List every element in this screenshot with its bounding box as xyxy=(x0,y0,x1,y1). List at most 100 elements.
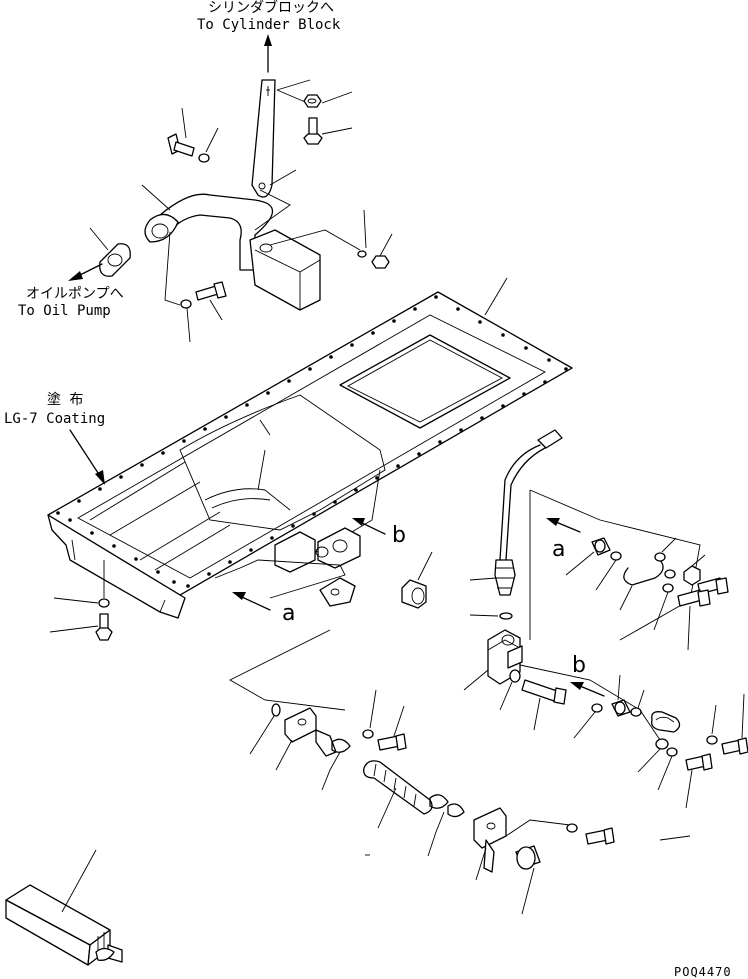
leader-line xyxy=(269,169,297,186)
arrow-left-icon xyxy=(570,682,605,697)
label-oil-pump-jp: オイルポンプへ xyxy=(26,286,124,302)
leader-line xyxy=(61,849,97,913)
leader-line xyxy=(379,233,393,257)
leader-line xyxy=(469,614,499,617)
suction-pipe xyxy=(144,193,321,311)
leader-line xyxy=(209,299,223,321)
label-oil-pump-en: To Oil Pump xyxy=(18,303,111,319)
leader-line xyxy=(49,625,99,633)
arrow-left-icon xyxy=(352,518,386,535)
leader-line xyxy=(565,551,595,576)
support-strap xyxy=(251,79,276,198)
arrow-up-icon xyxy=(264,34,272,73)
leader-line xyxy=(529,489,701,641)
bolt-part xyxy=(585,827,615,845)
leader-line xyxy=(269,229,361,251)
clamp-part xyxy=(651,711,681,733)
oil-pan xyxy=(47,291,573,619)
leader-line xyxy=(469,577,497,581)
leader-line xyxy=(186,307,191,343)
leader-line xyxy=(369,689,377,729)
gasket-part xyxy=(99,243,131,277)
hose-clamp xyxy=(429,794,449,809)
hose-clamp xyxy=(331,738,351,753)
outlet-fitting xyxy=(473,807,507,873)
label-coating-en: LG-7 Coating xyxy=(4,411,105,427)
plug-part xyxy=(515,845,541,870)
washer-part xyxy=(655,738,669,750)
leader-line xyxy=(427,811,445,857)
leader-line xyxy=(685,769,693,809)
leader-line xyxy=(637,689,645,709)
leader-line xyxy=(254,189,291,231)
leader-line xyxy=(519,664,661,741)
bolt-part xyxy=(303,117,323,145)
label-cylinder-block-en: To Cylinder Block xyxy=(197,17,341,33)
washer-part xyxy=(666,747,678,757)
view-label-a: a xyxy=(552,537,565,562)
washer-part xyxy=(566,823,578,833)
leader-line xyxy=(659,835,691,841)
pipe-clamp xyxy=(623,552,676,593)
leader-line xyxy=(711,704,717,735)
sensor-cable xyxy=(494,429,563,596)
arrow-down-icon xyxy=(69,429,105,485)
bolt-part xyxy=(95,613,113,641)
leader-line xyxy=(741,693,745,739)
bolt-part xyxy=(611,699,631,717)
leader-line xyxy=(321,751,341,791)
leader-line xyxy=(275,739,293,771)
leader-line xyxy=(377,787,397,829)
washer-part xyxy=(98,598,110,608)
grommet-part xyxy=(401,579,427,609)
view-label-b: b xyxy=(572,653,586,678)
leader-line xyxy=(619,585,633,611)
elbow-block xyxy=(487,629,523,685)
arrow-left-icon xyxy=(68,263,103,281)
bolt-part xyxy=(377,733,407,751)
bolt-part xyxy=(521,679,567,705)
leader-line xyxy=(499,681,513,711)
leader-line xyxy=(653,591,669,631)
leader-line xyxy=(637,748,661,773)
washer-part xyxy=(610,551,622,561)
bolt-part xyxy=(167,133,195,157)
washer-part xyxy=(362,729,374,739)
leader-line xyxy=(595,559,617,591)
bolt-part xyxy=(685,753,713,771)
leader-line xyxy=(214,559,346,599)
leader-line xyxy=(475,847,487,881)
washer-part xyxy=(509,669,521,683)
label-cylinder-block-jp: シリンダブロックへ xyxy=(208,0,334,16)
nut-part xyxy=(683,565,701,586)
washer-part xyxy=(357,250,367,258)
bolt-part xyxy=(195,281,227,301)
o-ring-part xyxy=(499,612,513,620)
washer-part xyxy=(706,735,718,745)
nut-part xyxy=(303,94,322,108)
bolt-part xyxy=(721,737,748,755)
leader-line xyxy=(53,597,99,604)
leader-line xyxy=(393,705,405,737)
rubber-hose xyxy=(363,760,433,815)
leader-line xyxy=(249,715,275,755)
leader-line xyxy=(484,277,508,316)
leader-line xyxy=(205,127,219,153)
hose-clamp xyxy=(447,803,465,818)
flange-tube xyxy=(284,707,337,757)
leader-line xyxy=(521,867,535,915)
leader-line xyxy=(687,605,691,651)
view-label-a: a xyxy=(282,601,295,626)
leader-line xyxy=(229,629,346,711)
leader-line xyxy=(164,231,181,306)
washer-part xyxy=(591,703,603,713)
leader-line xyxy=(573,711,596,739)
washer-part xyxy=(180,299,192,309)
leader-line xyxy=(657,755,673,791)
leader-line xyxy=(363,209,367,249)
leader-line xyxy=(533,697,541,731)
leader-line xyxy=(417,551,433,581)
leader-line xyxy=(321,91,353,104)
label-coating-jp: 塗 布 xyxy=(47,391,83,408)
